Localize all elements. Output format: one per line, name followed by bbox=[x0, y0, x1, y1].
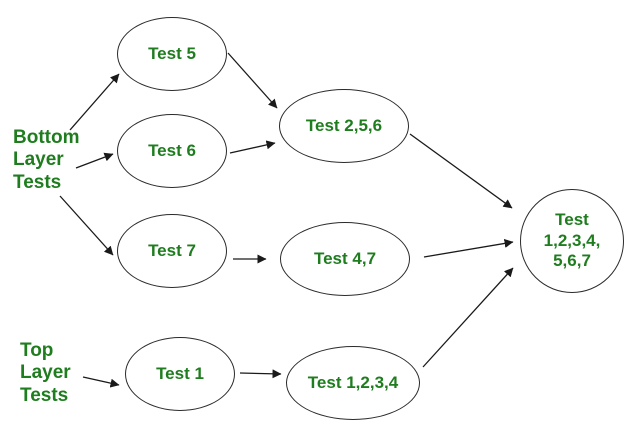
top-layer-tests-label: Top Layer Tests bbox=[20, 340, 71, 406]
bottom-layer-tests-label: Bottom Layer Tests bbox=[13, 127, 80, 193]
arrow-test256-to-final bbox=[409, 133, 513, 209]
node-test-7: Test 7 bbox=[117, 214, 227, 288]
arrow-bottom-tests-to-test7 bbox=[59, 195, 114, 256]
node-test-all: Test 1,2,3,4, 5,6,7 bbox=[520, 189, 624, 293]
node-test-5: Test 5 bbox=[117, 17, 227, 91]
arrow-test1234-to-final bbox=[422, 267, 514, 368]
arrow-test1-to-test1234 bbox=[239, 369, 282, 379]
arrow-top-tests-to-test1 bbox=[82, 376, 120, 388]
node-test-4-7: Test 4,7 bbox=[280, 222, 410, 296]
node-test-1: Test 1 bbox=[125, 337, 235, 411]
node-test-1-2-3-4: Test 1,2,3,4 bbox=[286, 346, 420, 420]
node-test-6: Test 6 bbox=[117, 114, 227, 188]
arrow-bottom-tests-to-test6 bbox=[75, 152, 114, 169]
arrow-test47-to-final bbox=[423, 238, 514, 258]
arrow-bottom-tests-to-test5 bbox=[69, 73, 120, 131]
arrow-test5-to-test256 bbox=[227, 52, 278, 109]
arrow-test6-to-test256 bbox=[229, 140, 276, 154]
node-test-2-5-6: Test 2,5,6 bbox=[279, 89, 409, 163]
